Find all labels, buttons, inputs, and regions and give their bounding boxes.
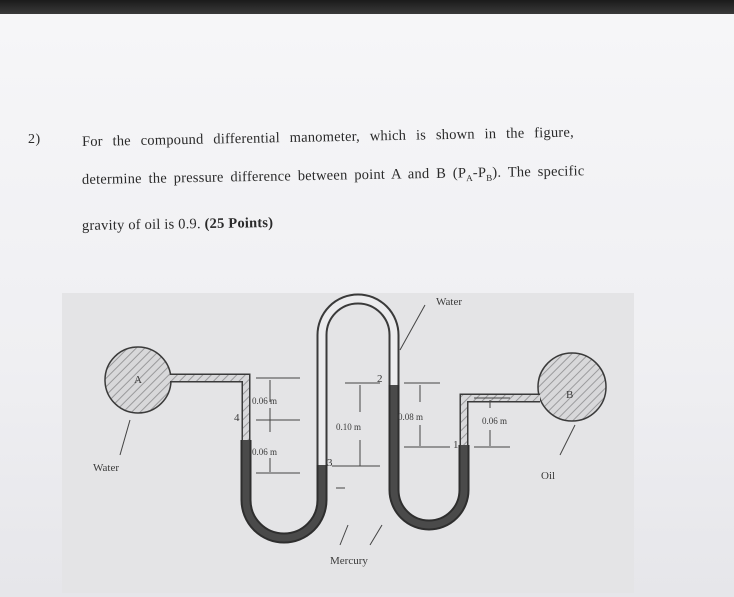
water-left-label: Water	[93, 462, 119, 474]
dim-010: 0.10 m	[336, 422, 361, 432]
dimension-lines	[119, 304, 576, 546]
mercury-u-tube-right	[388, 385, 470, 531]
point-b-label: B	[566, 389, 573, 401]
dim-008: 0.08 m	[398, 412, 423, 422]
vessel-b	[537, 352, 607, 422]
dim-lower-006: 0.06 m	[252, 447, 277, 457]
inverted-u-water	[316, 293, 400, 465]
point-a-label: A	[134, 374, 142, 386]
level-1-label: 1	[453, 439, 459, 451]
oil-label: Oil	[541, 470, 555, 482]
dim-right-006: 0.06 m	[482, 416, 507, 426]
level-3-label: 3	[327, 457, 333, 469]
level-2-label: 2	[377, 373, 383, 385]
water-top-label: Water	[436, 296, 462, 308]
mercury-label: Mercury	[330, 555, 368, 567]
level-4-label: 4	[234, 412, 240, 424]
figure-background	[62, 293, 634, 593]
dim-upper-006: 0.06 m	[252, 396, 277, 406]
question-number: 2)	[28, 132, 41, 147]
pipe-a-connector	[170, 373, 251, 440]
photo-top-edge	[0, 0, 734, 14]
